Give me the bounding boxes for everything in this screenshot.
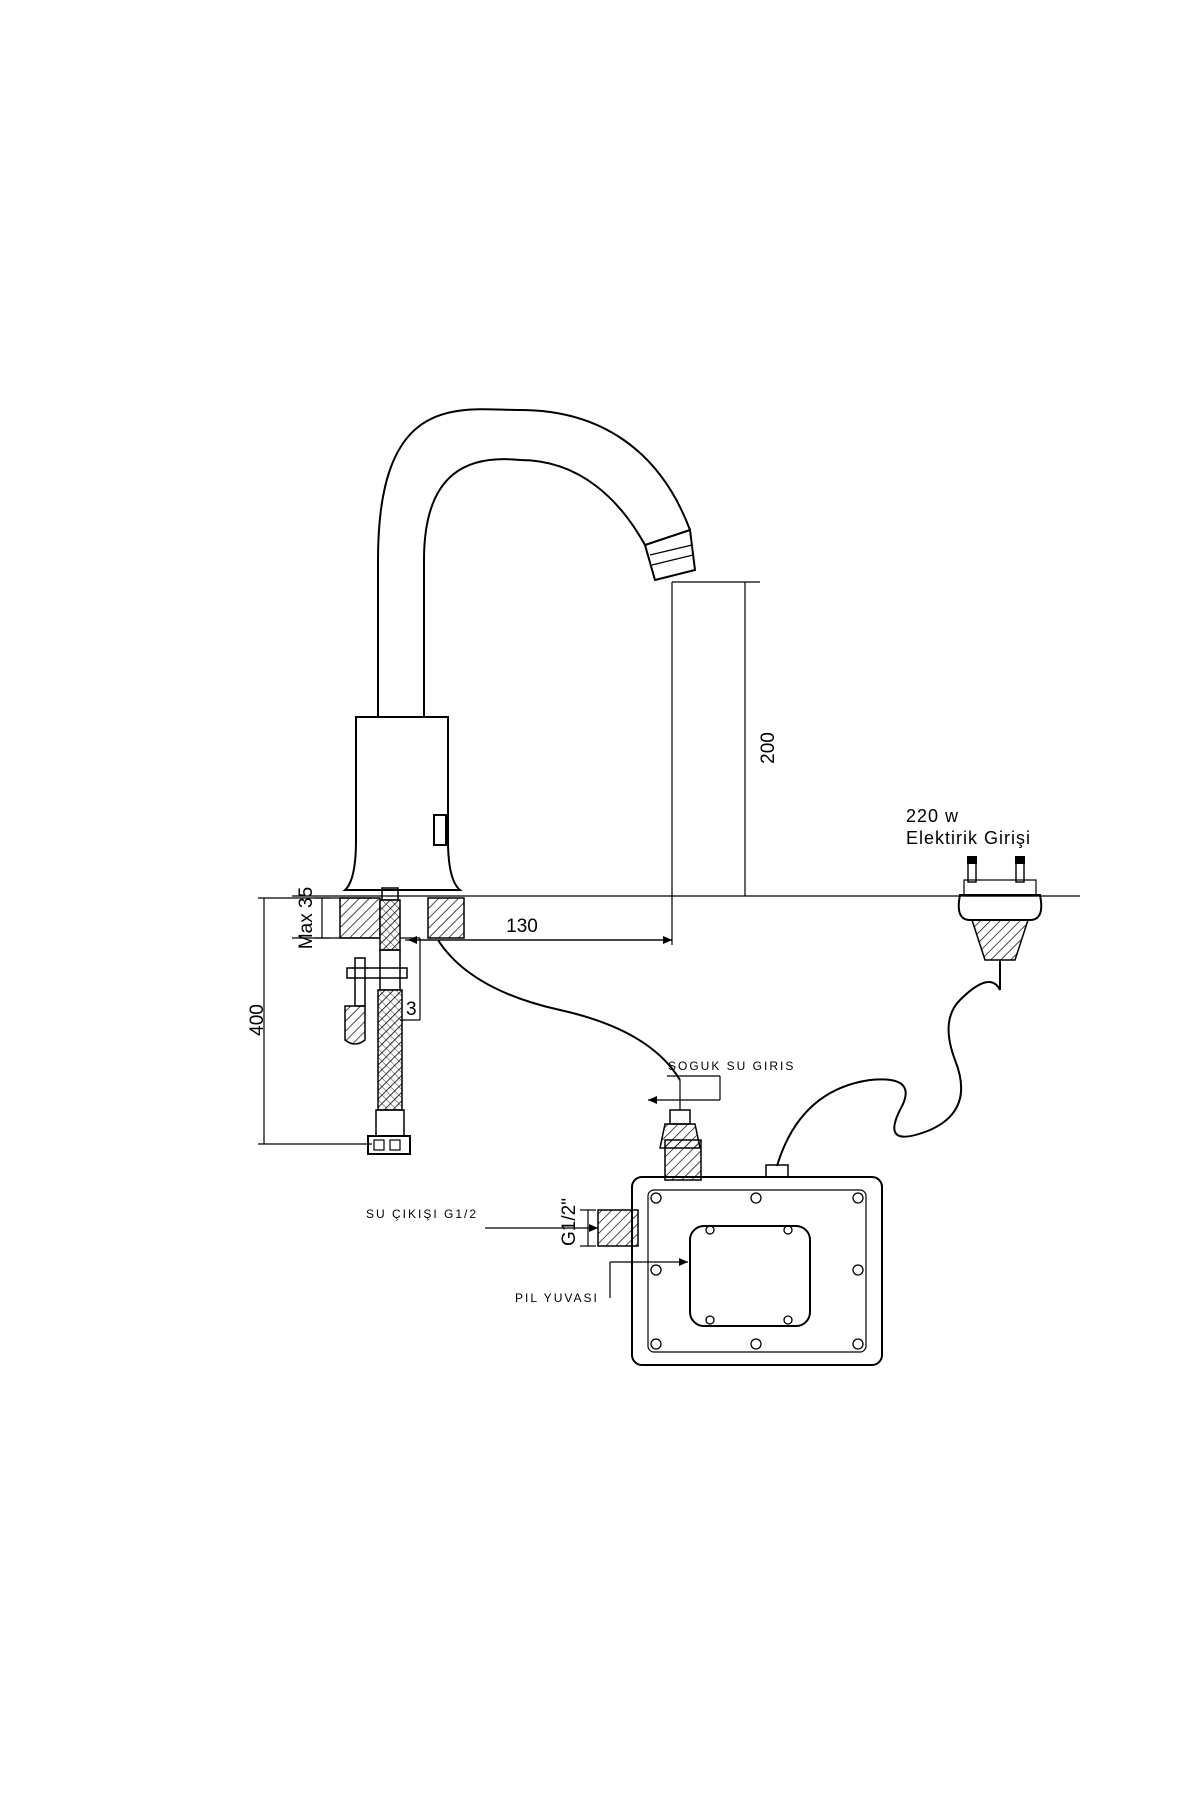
dim-max35-label: Max 35 <box>296 887 317 949</box>
cold-inlet-connector: SOGUK SU GIRIS <box>648 1059 795 1149</box>
power-rating-label: 220 w <box>906 806 959 826</box>
countertop-section <box>292 895 1080 939</box>
power-plug: 220 w Elektirik Girişi <box>776 806 1043 1167</box>
thread-size-label: G1/2" <box>559 1198 580 1246</box>
dim-400-label: 400 <box>247 1004 268 1036</box>
power-input-label: Elektirik Girişi <box>906 828 1031 848</box>
dimension-200: 200 <box>671 581 779 945</box>
control-box <box>597 1139 883 1366</box>
faucet-spout <box>377 408 697 717</box>
dim-200-label: 200 <box>758 732 779 764</box>
dim-130-label: 130 <box>506 916 538 937</box>
sensor-cable <box>437 939 681 1081</box>
dimension-3: 3 <box>400 938 421 1021</box>
battery-label: PIL YUVASI <box>515 1291 599 1305</box>
dimension-130: 130 <box>405 916 672 944</box>
dim-3-label: 3 <box>406 999 417 1020</box>
water-outlet-label: SU ÇIKIŞI G1/2 <box>366 1207 478 1221</box>
dimension-400: 400 <box>247 897 372 1145</box>
faucet-body <box>342 716 463 891</box>
battery-compartment: PIL YUVASI <box>515 1258 688 1305</box>
water-outlet: SU ÇIKIŞI G1/2 G1/2" <box>366 1198 598 1247</box>
cold-inlet-label: SOGUK SU GIRIS <box>668 1059 795 1073</box>
mounting-hose <box>344 887 411 1155</box>
